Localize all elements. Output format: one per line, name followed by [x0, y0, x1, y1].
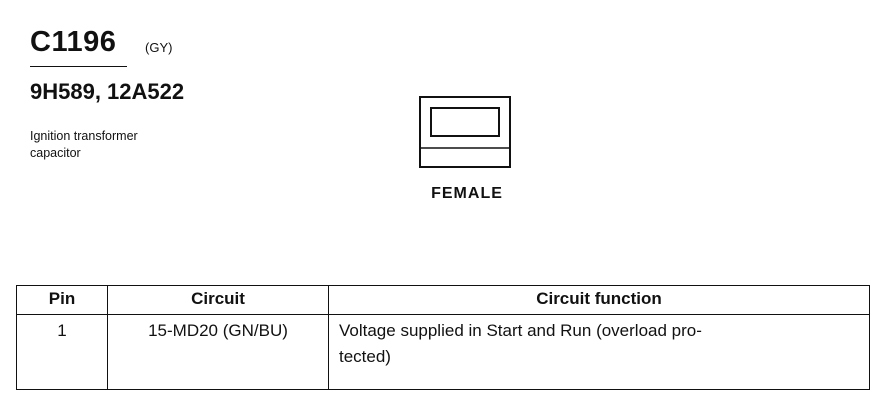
title-underline — [30, 66, 127, 67]
connector-id: C1196 — [30, 26, 117, 58]
cell-circuit: 15-MD20 (GN/BU) — [107, 314, 329, 390]
header-circuit-function: Circuit function — [328, 285, 870, 315]
connector-face-icon — [419, 96, 511, 168]
connector-color-code: (GY) — [145, 40, 173, 55]
header-pin: Pin — [16, 285, 108, 315]
table-row: 1 15-MD20 (GN/BU) Voltage supplied in St… — [16, 314, 870, 390]
cell-pin: 1 — [16, 314, 108, 390]
connector-gender-label: FEMALE — [431, 185, 503, 202]
part-numbers: 9H589, 12A522 — [30, 79, 185, 104]
pin-table-header-row: Pin Circuit Circuit function — [16, 285, 870, 315]
function-line-1: Voltage supplied in Start and Run (overl… — [339, 321, 702, 340]
connector-description: Ignition transformer capacitor — [30, 128, 138, 162]
description-line-2: capacitor — [30, 146, 81, 160]
description-line-1: Ignition transformer — [30, 129, 138, 143]
header-circuit: Circuit — [107, 285, 329, 315]
function-line-2: tected) — [339, 347, 391, 366]
pin-table: Pin Circuit Circuit function 1 15-MD20 (… — [16, 285, 870, 390]
cell-circuit-function: Voltage supplied in Start and Run (overl… — [328, 314, 870, 390]
